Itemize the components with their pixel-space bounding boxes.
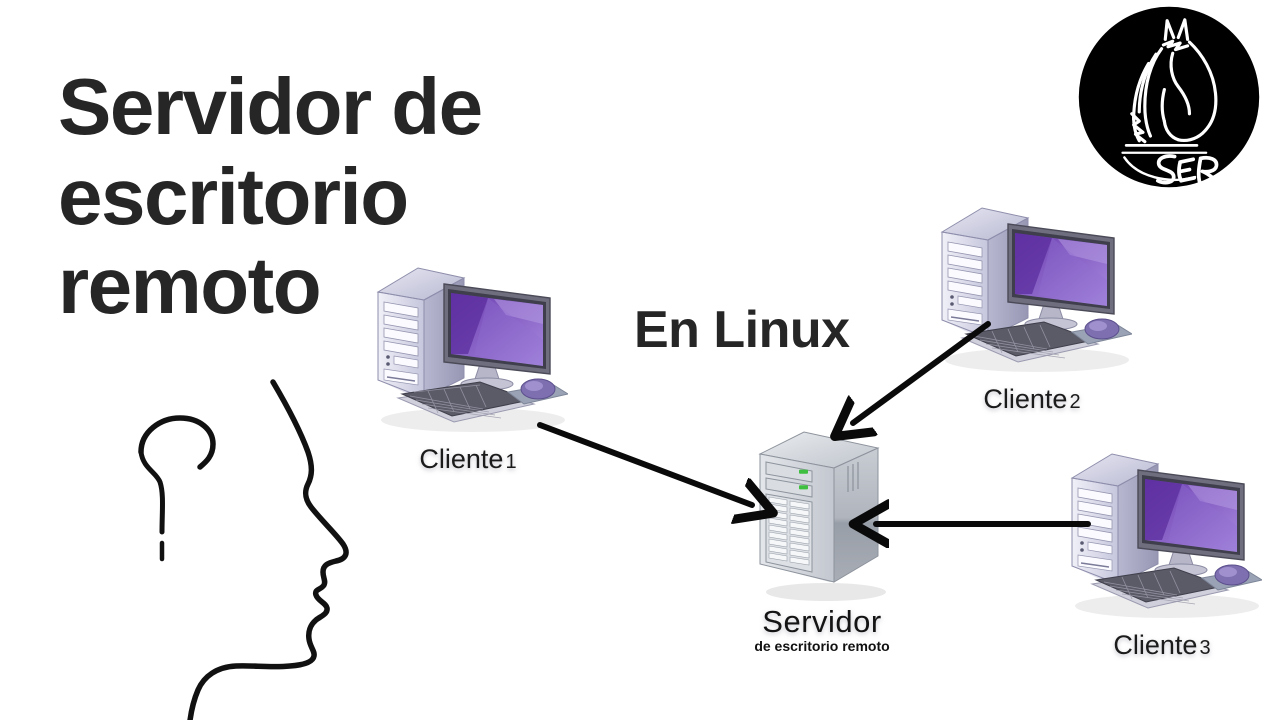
client-1-number: 1	[505, 451, 517, 473]
client-3-number: 3	[1199, 637, 1211, 659]
keyboard	[396, 381, 536, 423]
client-2-label-text: Cliente	[983, 384, 1068, 414]
title-line-1: Servidor de	[58, 62, 483, 151]
face-profile-illustration	[118, 360, 398, 720]
mouse	[506, 378, 568, 405]
client-1-label-text: Cliente	[419, 444, 504, 474]
server-label: Servidor	[762, 604, 882, 639]
tower-case	[376, 267, 466, 399]
node-server[interactable]: Servidor de escritorio remoto	[742, 424, 902, 654]
ser-horse-logo	[1076, 4, 1262, 190]
title-line-3: remoto	[58, 241, 322, 331]
client-2-number: 2	[1069, 391, 1081, 413]
mouse	[1070, 318, 1132, 345]
keyboard	[1090, 567, 1230, 609]
client-3-label-text: Cliente	[1113, 630, 1198, 660]
monitor	[443, 283, 551, 391]
mouse	[1200, 564, 1262, 591]
platform-caption: En Linux	[634, 301, 850, 359]
title-line-2: escritorio	[58, 151, 409, 241]
keyboard	[960, 321, 1100, 363]
monitor	[1137, 469, 1245, 577]
arrow-client1-to-server	[537, 422, 752, 505]
monitor	[1007, 223, 1115, 331]
server-sublabel: de escritorio remoto	[754, 638, 890, 654]
